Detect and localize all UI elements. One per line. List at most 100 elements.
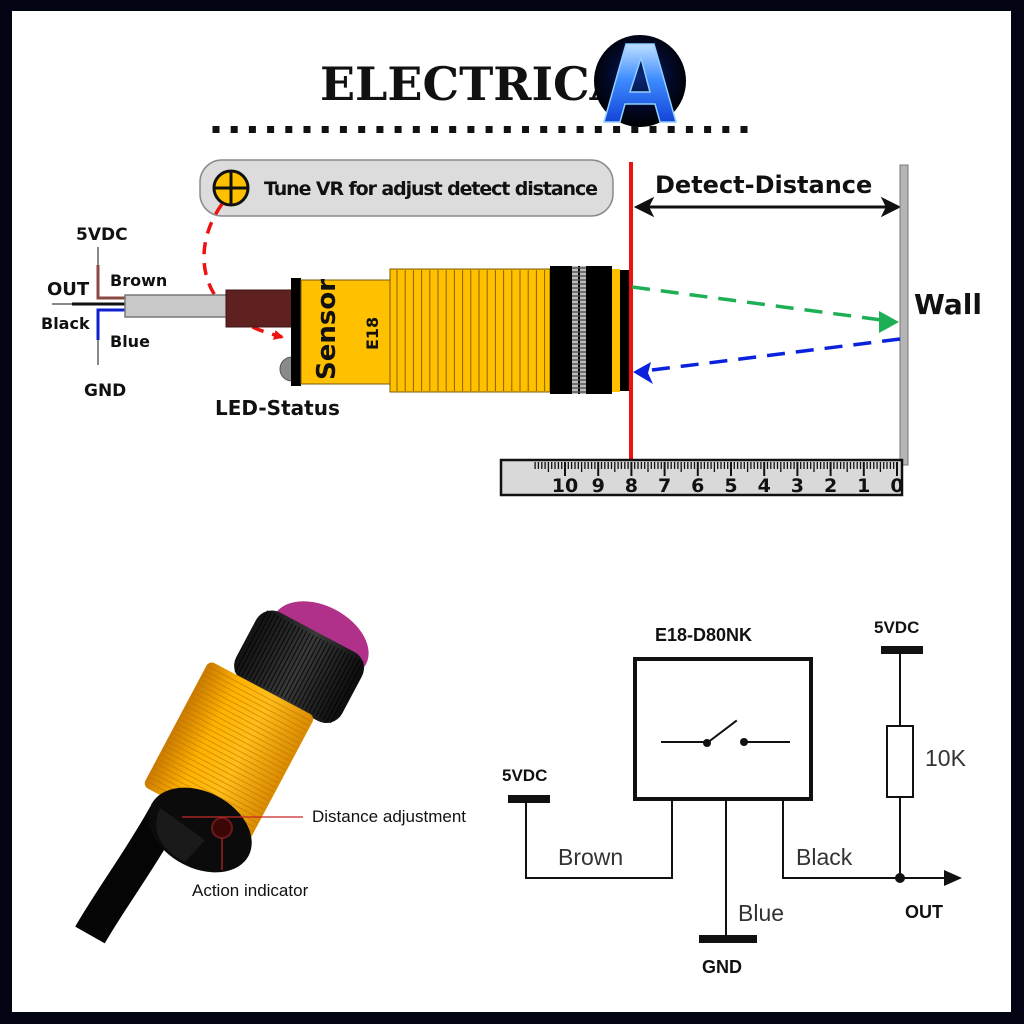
ruler-ticks bbox=[534, 462, 898, 476]
schematic-vcc-right-label: 5VDC bbox=[874, 618, 919, 637]
divider-dot bbox=[576, 126, 584, 133]
divider-dot bbox=[649, 126, 657, 133]
vcc-right-rail bbox=[881, 646, 923, 654]
detect-distance-arrow bbox=[633, 196, 902, 218]
led-status-label: LED-Status bbox=[215, 396, 340, 420]
divider-dot bbox=[449, 126, 457, 133]
schematic-out-label: OUT bbox=[905, 902, 943, 922]
resistor-value-label: 10K bbox=[925, 745, 967, 771]
sensor-thread-lines bbox=[396, 270, 546, 391]
divider-dot bbox=[431, 126, 438, 133]
brown-wire bbox=[96, 265, 125, 300]
divider-dot bbox=[230, 126, 238, 133]
cable-gland bbox=[225, 289, 295, 328]
brand-title: ELECTRICA bbox=[320, 57, 627, 111]
wire-black-label: Black bbox=[41, 314, 90, 333]
divider-dot bbox=[740, 126, 748, 133]
ruler-label: 7 bbox=[658, 475, 671, 497]
divider-dot bbox=[358, 126, 366, 133]
nut-knurl-pattern bbox=[572, 267, 586, 393]
sensor-label: Sensor bbox=[312, 279, 342, 380]
brown-wire-trace bbox=[525, 799, 673, 879]
divider-dot bbox=[558, 126, 566, 133]
schematic-gnd-label: GND bbox=[702, 957, 742, 977]
divider-dot bbox=[394, 126, 402, 133]
divider-dot bbox=[212, 126, 220, 133]
divider-dot bbox=[722, 126, 730, 133]
detection-diagram: Tune VR for adjust detect distance 5VDC … bbox=[41, 159, 982, 497]
potentiometer-icon bbox=[212, 169, 250, 207]
emitted-beam bbox=[631, 285, 899, 333]
nut-knurl-right bbox=[580, 266, 586, 394]
divider-dot bbox=[485, 126, 493, 133]
sensor-threaded-section bbox=[389, 268, 551, 393]
wire-brown-label: Brown bbox=[110, 271, 167, 290]
out-arrow-icon bbox=[944, 870, 962, 886]
wire-gnd-label: GND bbox=[84, 381, 126, 401]
divider-dot bbox=[303, 126, 311, 133]
divider-dot bbox=[594, 126, 602, 133]
divider-dot bbox=[267, 126, 275, 133]
sensor-lens bbox=[620, 270, 631, 391]
ruler-label: 3 bbox=[791, 475, 804, 497]
reflected-beam bbox=[633, 337, 901, 384]
wire-bundle bbox=[52, 247, 295, 365]
divider-dot bbox=[685, 126, 693, 133]
divider-dot bbox=[503, 126, 511, 133]
divider-dot bbox=[285, 126, 293, 133]
action-indicator-led-icon bbox=[211, 817, 233, 839]
action-indicator-label: Action indicator bbox=[192, 881, 309, 900]
logo-letter-a-icon bbox=[603, 43, 677, 123]
black-wire-trace bbox=[782, 799, 946, 879]
tune-note: Tune VR for adjust detect distance bbox=[199, 159, 614, 217]
divider-dot bbox=[248, 126, 256, 133]
divider-dot bbox=[339, 126, 347, 133]
sensor-model-label: E18 bbox=[363, 317, 382, 350]
switch-icon bbox=[661, 719, 790, 747]
ruler-label: 2 bbox=[824, 475, 837, 497]
ruler-label: 8 bbox=[625, 475, 638, 497]
wall-label: Wall bbox=[914, 288, 982, 321]
ruler-label: 6 bbox=[691, 475, 704, 497]
wall bbox=[899, 164, 909, 466]
wire-out-label: OUT bbox=[47, 279, 90, 300]
sensor-front-ring bbox=[612, 269, 620, 392]
cable-sheath bbox=[124, 294, 228, 318]
ruler-label: 0 bbox=[890, 475, 903, 497]
wiring-schematic: E18-D80NK 5VDC Brown Blue GND Black OUT … bbox=[502, 618, 967, 977]
divider-dot bbox=[376, 126, 384, 133]
schematic-brown-label: Brown bbox=[558, 844, 623, 870]
schematic-black-label: Black bbox=[796, 844, 853, 870]
brand-logo bbox=[594, 35, 686, 127]
module-box bbox=[633, 657, 813, 801]
tune-note-pill bbox=[199, 159, 614, 217]
detect-distance-label: Detect-Distance bbox=[655, 171, 872, 199]
sensor-body: Sensor E18 bbox=[279, 266, 631, 394]
divider-dot bbox=[667, 126, 675, 133]
divider-dot bbox=[467, 126, 475, 133]
photo-cable-gland bbox=[156, 808, 205, 862]
tune-note-text: Tune VR for adjust detect distance bbox=[264, 178, 598, 200]
ruler-label: 5 bbox=[724, 475, 737, 497]
module-label: E18-D80NK bbox=[655, 625, 752, 645]
divider-dot bbox=[522, 126, 529, 133]
ruler-label: 1 bbox=[857, 475, 870, 497]
ruler-label: 10 bbox=[552, 475, 578, 497]
schematic-blue-label: Blue bbox=[738, 900, 784, 926]
divider-dot bbox=[631, 126, 639, 133]
ruler-label: 4 bbox=[758, 475, 771, 497]
divider-dot bbox=[540, 126, 548, 133]
distance-adjustment-label: Distance adjustment bbox=[312, 807, 466, 826]
schematic-vcc-left-label: 5VDC bbox=[502, 766, 547, 785]
divider-dot bbox=[321, 126, 329, 133]
vcc-left-rail bbox=[508, 795, 550, 803]
header-divider-dots bbox=[212, 126, 748, 133]
wire-blue-label: Blue bbox=[110, 332, 150, 351]
ruler-label: 9 bbox=[592, 475, 605, 497]
emitted-beam-arrowhead bbox=[879, 311, 899, 333]
gnd-rail bbox=[699, 935, 757, 943]
nut-knurl-left bbox=[572, 266, 578, 394]
